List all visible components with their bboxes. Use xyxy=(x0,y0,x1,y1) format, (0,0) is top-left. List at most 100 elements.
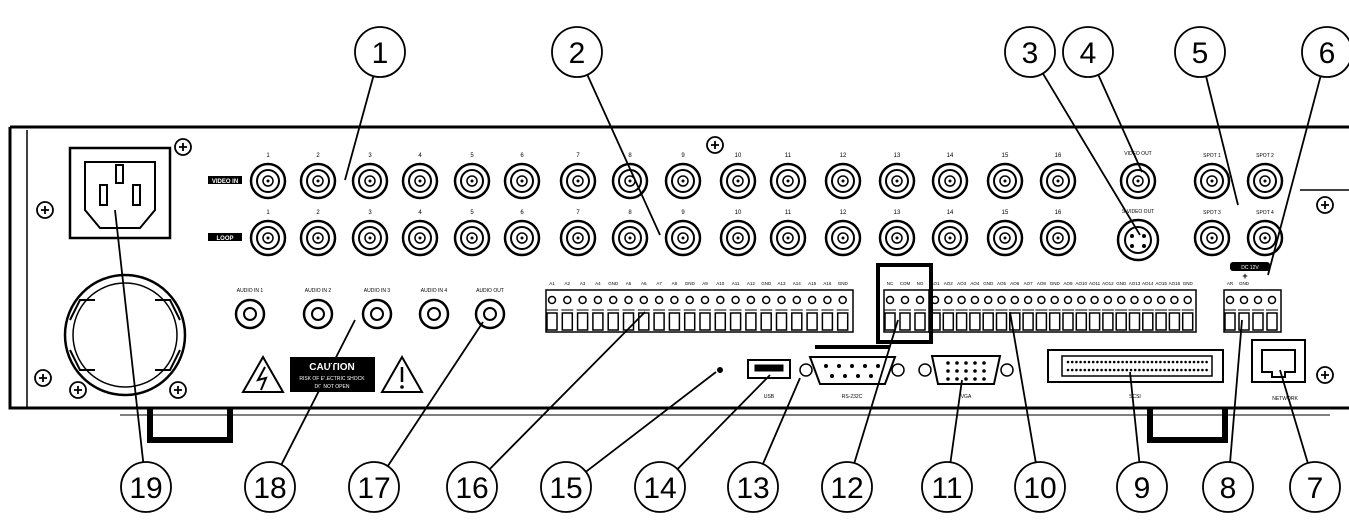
pin-dot xyxy=(1146,360,1150,364)
leader-line xyxy=(949,379,963,463)
terminal-label: A15 xyxy=(808,281,817,286)
channel-number: 15 xyxy=(1002,153,1009,159)
pin-dot xyxy=(1091,368,1095,372)
callout-number-10: 10 xyxy=(1023,472,1056,505)
leader-line xyxy=(1205,76,1239,206)
loop-bnc-13 xyxy=(878,219,916,257)
pin-dot xyxy=(1091,360,1095,364)
leader-line xyxy=(1009,311,1037,463)
pin-dot xyxy=(1112,368,1116,372)
pin-dot xyxy=(946,377,950,381)
terminal-label: AO9 xyxy=(1063,281,1073,286)
pin-dot xyxy=(850,364,854,368)
pin-dot xyxy=(973,377,977,381)
spot-bnc-1 xyxy=(1193,162,1231,200)
pin-dot xyxy=(1070,368,1074,372)
audio-in-jack-3 xyxy=(361,298,393,330)
pin-dot xyxy=(1079,360,1082,364)
video-in-bnc-9 xyxy=(664,162,702,200)
callout-circle xyxy=(348,461,400,513)
channel-number: 1 xyxy=(266,153,270,159)
network-label: NETWORK xyxy=(1272,396,1298,402)
video-in-bnc-10 xyxy=(719,162,757,200)
pin-dot xyxy=(1163,368,1166,372)
pin-dot xyxy=(1070,360,1074,364)
terminal-label: A10 xyxy=(716,281,725,286)
pin-dot xyxy=(856,374,860,378)
pin-dot xyxy=(1125,368,1129,372)
terminal-label: A9 xyxy=(702,281,708,286)
pin-dot xyxy=(1167,360,1171,364)
terminal-label: A2 xyxy=(565,281,571,286)
callout-circle xyxy=(120,461,172,513)
leader-line xyxy=(676,374,771,470)
pin-dot xyxy=(1129,368,1133,372)
pin-dot xyxy=(1171,368,1175,372)
callout-number-6: 6 xyxy=(1319,37,1336,70)
pin-dot xyxy=(1205,360,1208,364)
screws xyxy=(34,136,1334,399)
dc-power-label: DC 12V xyxy=(1241,265,1259,271)
power-terminal-block xyxy=(1223,289,1282,333)
channel-number: 1 xyxy=(266,210,270,216)
channel-number: 11 xyxy=(785,210,792,216)
callout-circle xyxy=(821,461,873,513)
pin-dot xyxy=(1100,368,1103,372)
spot-label: SPOT 4 xyxy=(1256,210,1274,216)
pin-dot xyxy=(1108,360,1112,364)
terminal-label: AO13 xyxy=(1129,281,1141,286)
channel-number: 4 xyxy=(418,153,422,159)
terminal-label: AO6 xyxy=(1010,281,1020,286)
leader-line xyxy=(1129,371,1141,463)
terminal-label: AO7 xyxy=(1024,281,1034,286)
vga-label: VGA xyxy=(961,394,972,400)
pin-dot xyxy=(1159,368,1162,372)
callout-circle xyxy=(446,461,498,513)
pin-dot xyxy=(982,369,986,373)
pin-dot xyxy=(964,361,968,365)
video-in-bnc-12 xyxy=(824,162,862,200)
loop-bnc-16 xyxy=(1039,219,1077,257)
terminal-label: AO15 xyxy=(1155,281,1167,286)
video-in-bnc-16 xyxy=(1039,162,1077,200)
pin-dot xyxy=(1180,360,1183,364)
alarm-out-terminal-block xyxy=(928,289,1197,333)
relay-highlight-box xyxy=(876,263,933,344)
loop-bnc-4 xyxy=(401,219,439,257)
pin-dot xyxy=(837,364,841,368)
pin-dot xyxy=(1066,360,1070,364)
callout-circle xyxy=(727,461,779,513)
spot-label: SPOT 3 xyxy=(1203,210,1221,216)
leader-line xyxy=(387,321,484,467)
screw-icon xyxy=(34,369,52,387)
pin-dot xyxy=(946,369,950,373)
terminal-label: A4 xyxy=(595,281,601,286)
callout-number-17: 17 xyxy=(357,472,390,505)
terminal-label: GND xyxy=(685,281,696,286)
caution-text-1: RISK OF ELECTRIC SHOCK xyxy=(299,376,365,382)
pin-dot xyxy=(843,374,847,378)
channel-number: 13 xyxy=(894,153,901,159)
loop-bnc-9 xyxy=(664,219,702,257)
channel-number: 16 xyxy=(1055,153,1062,159)
leader-line xyxy=(344,75,375,181)
terminal-label: A14 xyxy=(793,281,802,286)
channel-number: 16 xyxy=(1055,210,1062,216)
screw-icon xyxy=(169,381,187,399)
pin-dot xyxy=(1087,360,1091,364)
spot-bnc-3 xyxy=(1193,219,1231,257)
channel-number: 10 xyxy=(735,153,742,159)
relay-terminal-block xyxy=(883,289,931,333)
callout-number-12: 12 xyxy=(830,472,863,505)
pin-dot xyxy=(1154,368,1158,372)
callout-circle xyxy=(921,461,973,513)
spot-bnc-4 xyxy=(1246,219,1284,257)
loop-bnc-5 xyxy=(453,219,491,257)
screw-icon xyxy=(1316,366,1334,384)
leader-line xyxy=(1279,369,1309,464)
pin-dot xyxy=(1175,360,1179,364)
channel-number: 15 xyxy=(1002,210,1009,216)
callout-number-15: 15 xyxy=(549,472,582,505)
